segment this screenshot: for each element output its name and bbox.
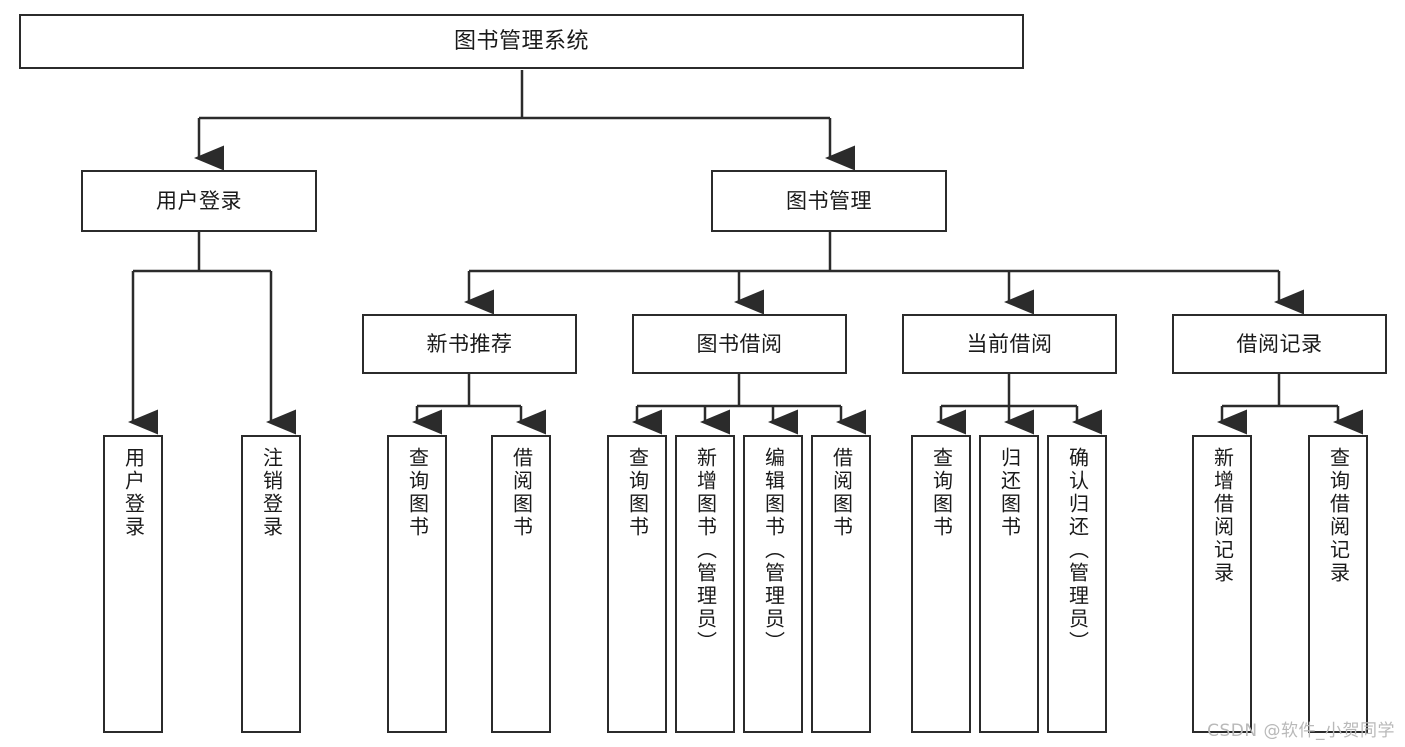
node-label: 新增借阅记录 — [1210, 447, 1235, 585]
leaf-user-login-logout[interactable]: 注销登录 — [241, 435, 301, 733]
node-label: 图书借阅 — [696, 331, 783, 356]
leaf-borrow-borrow-book[interactable]: 借阅图书 — [811, 435, 871, 733]
node-label: 借阅图书 — [509, 447, 534, 539]
node-label: 确认归还（管理员） — [1065, 447, 1090, 654]
leaf-recommend-borrow-book[interactable]: 借阅图书 — [491, 435, 551, 733]
leaf-user-login-login[interactable]: 用户登录 — [103, 435, 163, 733]
leaf-current-confirm-return-admin[interactable]: 确认归还（管理员） — [1047, 435, 1107, 733]
node-user-login[interactable]: 用户登录 — [81, 170, 317, 232]
node-label: 查询图书 — [929, 447, 954, 539]
node-label: 图书管理 — [786, 188, 872, 213]
node-label: 注销登录 — [259, 447, 284, 539]
node-book-borrowing[interactable]: 图书借阅 — [632, 314, 847, 374]
leaf-record-query-record[interactable]: 查询借阅记录 — [1308, 435, 1368, 733]
leaf-borrow-add-book-admin[interactable]: 新增图书（管理员） — [675, 435, 735, 733]
node-label: 用户登录 — [156, 188, 242, 213]
node-label: 图书管理系统 — [453, 28, 589, 54]
leaf-current-return-book[interactable]: 归还图书 — [979, 435, 1039, 733]
leaf-current-query-book[interactable]: 查询图书 — [911, 435, 971, 733]
node-new-book-recommendation[interactable]: 新书推荐 — [362, 314, 577, 374]
leaf-borrow-query-book[interactable]: 查询图书 — [607, 435, 667, 733]
node-book-management[interactable]: 图书管理 — [711, 170, 947, 232]
node-label: 编辑图书（管理员） — [761, 447, 786, 654]
node-current-borrowing[interactable]: 当前借阅 — [902, 314, 1117, 374]
node-label: 查询图书 — [625, 447, 650, 539]
node-label: 当前借阅 — [966, 331, 1053, 356]
leaf-borrow-edit-book-admin[interactable]: 编辑图书（管理员） — [743, 435, 803, 733]
node-label: 查询图书 — [405, 447, 430, 539]
node-label: 新书推荐 — [426, 331, 513, 356]
node-label: 查询借阅记录 — [1326, 447, 1351, 585]
node-label: 借阅图书 — [829, 447, 854, 539]
leaf-recommend-query-book[interactable]: 查询图书 — [387, 435, 447, 733]
node-label: 用户登录 — [121, 447, 146, 539]
node-label: 新增图书（管理员） — [693, 447, 718, 654]
node-borrowing-record[interactable]: 借阅记录 — [1172, 314, 1387, 374]
node-label: 借阅记录 — [1236, 331, 1323, 356]
node-label: 归还图书 — [997, 447, 1022, 539]
leaf-record-add-record[interactable]: 新增借阅记录 — [1192, 435, 1252, 733]
node-root-book-management-system[interactable]: 图书管理系统 — [19, 14, 1024, 69]
